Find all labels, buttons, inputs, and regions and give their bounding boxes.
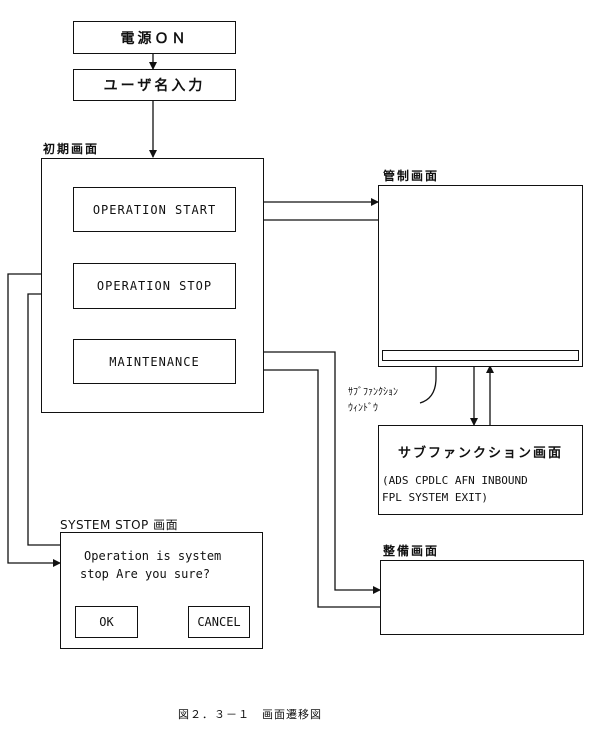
ok-label: OK xyxy=(99,615,114,629)
figure-caption: 図２．３－１ 画面遷移図 xyxy=(178,708,322,721)
arrow-maintscreen-to-maint xyxy=(235,366,380,608)
subfunction-window-bar xyxy=(382,350,579,361)
system-stop-message-line2: stop Are you sure? xyxy=(80,567,211,581)
cancel-button[interactable]: CANCEL xyxy=(188,606,250,638)
power-on-label: 電源ＯＮ xyxy=(120,30,189,47)
system-stop-title: SYSTEM STOP 画面 xyxy=(60,518,179,532)
subfunction-screen xyxy=(378,425,583,515)
arrow-stop-to-systemstop xyxy=(7,273,73,567)
control-screen xyxy=(378,185,583,367)
user-input-box: ユーザ名入力 xyxy=(73,69,236,101)
user-input-label: ユーザ名入力 xyxy=(103,78,206,94)
subwindow-label-line2: ｳｨﾝﾄﾞｳ xyxy=(348,403,378,414)
control-screen-title: 管制画面 xyxy=(383,169,440,183)
subwindow-label-line1: ｻﾌﾞﾌｧﾝｸｼｮﾝ xyxy=(348,387,398,398)
maintenance-screen xyxy=(380,560,584,635)
subfunction-screen-title: サブファンクション画面 xyxy=(398,446,564,461)
subwindow-pointer xyxy=(419,357,440,404)
operation-start-label: OPERATION START xyxy=(92,202,217,217)
subfunction-list-line1: (ADS CPDLC AFN INBOUND xyxy=(382,474,528,487)
power-on-box: 電源ＯＮ xyxy=(73,21,236,54)
maintenance-label: MAINTENANCE xyxy=(109,354,200,369)
maintenance-screen-title: 整備画面 xyxy=(383,544,440,558)
initial-screen-title: 初期画面 xyxy=(43,142,100,156)
ok-button[interactable]: OK xyxy=(75,606,138,638)
subfunction-list-line2: FPL SYSTEM EXIT) xyxy=(382,491,488,504)
maintenance-button[interactable]: MAINTENANCE xyxy=(73,339,236,384)
arrow-maint-to-maintscreen xyxy=(236,351,381,594)
cancel-label: CANCEL xyxy=(197,615,241,629)
operation-stop-label: OPERATION STOP xyxy=(96,279,213,293)
operation-start-button[interactable]: OPERATION START xyxy=(73,187,236,232)
operation-stop-button[interactable]: OPERATION STOP xyxy=(73,263,236,309)
system-stop-message-line1: Operation is system xyxy=(84,549,222,563)
